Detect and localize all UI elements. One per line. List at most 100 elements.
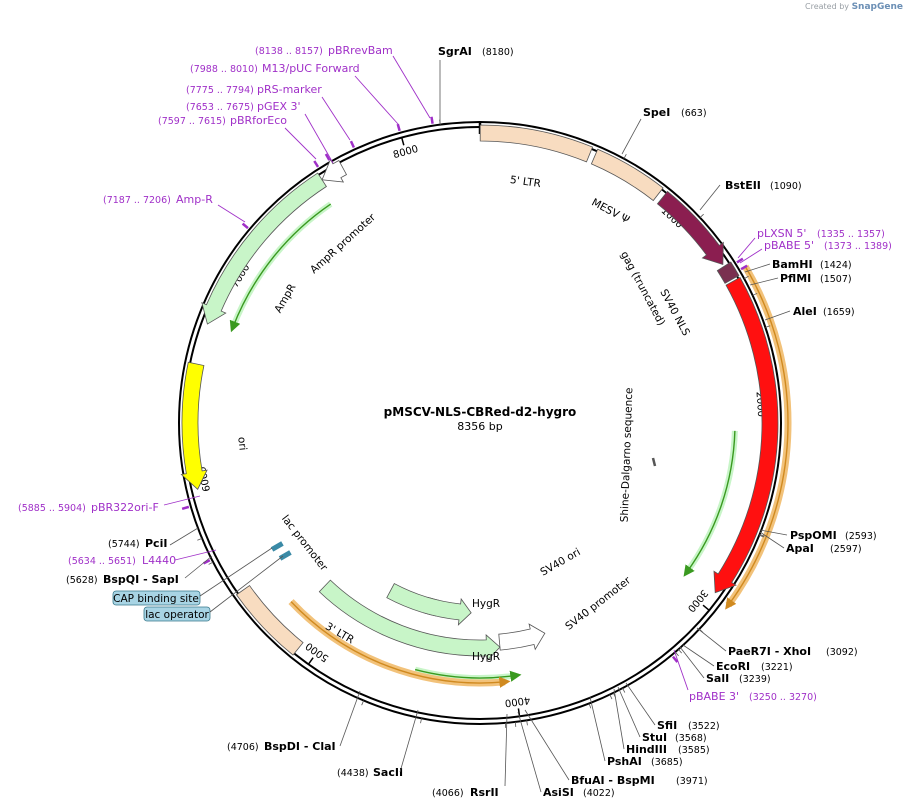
primer-mark-1	[396, 123, 401, 132]
site-pcii[interactable]: PciI	[145, 537, 167, 550]
feature-arc-ampr-promoter-12[interactable]	[321, 158, 348, 183]
site-mark-3	[743, 275, 749, 280]
site-mark-6	[759, 533, 765, 537]
site-sacii[interactable]: SacII	[373, 766, 403, 779]
orf-layer	[229, 201, 792, 688]
site-mark-14	[588, 703, 592, 709]
feature-arc-cbrluc-4[interactable]	[713, 276, 779, 594]
orf-hygr-inner-line	[414, 668, 522, 682]
site-pflmi[interactable]: PflMI	[780, 272, 811, 285]
primer-pbabe5[interactable]: pBABE 5'	[764, 239, 814, 252]
tick-mark-4000	[517, 708, 521, 717]
site-asisi[interactable]: AsiSI	[543, 786, 574, 799]
primer-l4440-range: (5634 .. 5651)	[68, 556, 136, 567]
cap-binding-site-box[interactable]: CAP binding site	[112, 590, 201, 606]
leader-layer	[181, 116, 771, 728]
orf-cbrluc-line	[725, 266, 789, 610]
site-mark-10	[674, 651, 679, 657]
tick-mark-8000	[400, 137, 405, 146]
site-sfii[interactable]: SfiI	[657, 719, 677, 732]
primer-mark-9	[181, 505, 190, 511]
feature-arc-ampr-11[interactable]	[201, 172, 327, 325]
site-sfii-pos: (3522)	[688, 721, 720, 732]
site-mark-11	[622, 687, 626, 693]
feature-arc-mesv--1[interactable]	[590, 148, 664, 202]
site-stui[interactable]: StuI	[642, 731, 667, 744]
site-mark-18	[420, 718, 422, 724]
site-alei[interactable]: AleI	[793, 305, 817, 318]
feature-arc-sv40-promoter-6[interactable]	[498, 623, 546, 651]
site-pflmi-pos: (1507)	[820, 274, 852, 285]
site-pspomi[interactable]: PspOMI	[790, 529, 837, 542]
site-bamhi[interactable]: BamHI	[772, 258, 813, 271]
site-rsrii-pos: (4066)	[432, 788, 464, 799]
primer-mark-2	[349, 140, 356, 149]
orf-hygr-outer-line	[290, 601, 511, 688]
site-pshai[interactable]: PshAI	[607, 755, 642, 768]
feature-layer	[180, 124, 779, 662]
site-bsteii-pos: (1090)	[770, 181, 802, 192]
site-labels: SgrAI (8180) SpeI (663) BstEII (1090) Ba…	[66, 45, 877, 799]
primer-mark-7	[740, 264, 748, 271]
feature-label-mesv: MESV Ψ	[589, 196, 631, 226]
primer-m13-puc-forward[interactable]: M13/pUC Forward	[262, 62, 360, 75]
site-bsteii[interactable]: BstEII	[725, 179, 761, 192]
site-bspdi-clai-pos: (4706)	[227, 742, 259, 753]
site-ecori-pos: (3221)	[761, 662, 793, 673]
site-mark-4	[752, 292, 758, 296]
static-leaders	[169, 60, 791, 793]
orf-ampr-line	[229, 203, 332, 333]
tick-label-8000: 8000	[392, 144, 419, 161]
site-bfuai-bspmi[interactable]: BfuAI - BspMI	[571, 774, 655, 787]
site-rsrii[interactable]: RsrII	[470, 786, 499, 799]
feature-arc-gag-truncated--2[interactable]	[656, 190, 724, 266]
primer-pgex3[interactable]: pGEX 3'	[257, 100, 301, 113]
feature-label-sv40-ori: SV40 ori	[538, 546, 582, 579]
site-apai[interactable]: ApaI	[786, 542, 814, 555]
feature-arc-ori-10[interactable]	[180, 361, 208, 491]
primer-amp-r-range: (7187 .. 7206)	[103, 195, 171, 206]
primer-mark-3	[324, 153, 331, 161]
site-hindiii-pos: (3585)	[678, 745, 710, 756]
site-pshai-pos: (3685)	[651, 757, 683, 768]
shine-dalgarno-mark	[651, 457, 657, 467]
site-asisi-pos: (4022)	[583, 788, 615, 799]
site-spei[interactable]: SpeI	[643, 106, 670, 119]
primer-pbabe3[interactable]: pBABE 3'	[689, 690, 739, 703]
feature-arc-sv40-nls-3[interactable]	[716, 261, 740, 284]
lac-operator-mark	[278, 550, 292, 561]
primer-prs-marker[interactable]: pRS-marker	[257, 83, 322, 96]
feature-arc-5-ltr-0[interactable]	[479, 124, 594, 163]
site-bamhi-pos: (1424)	[820, 260, 852, 271]
site-paer7i-xhoi[interactable]: PaeR7I - XhoI	[728, 645, 811, 658]
site-pcii-pos: (5744)	[108, 539, 140, 550]
site-alei-pos: (1659)	[823, 307, 855, 318]
feature-arc-hygr-8[interactable]	[318, 579, 501, 662]
feature-label-hygr-inner: HygR	[472, 598, 500, 610]
lac-operator-box[interactable]: lac operator	[143, 606, 211, 622]
feature-label-ampr-promoter: AmpR promoter	[308, 211, 379, 276]
primer-amp-r[interactable]: Amp-R	[176, 193, 213, 206]
site-ecori[interactable]: EcoRI	[716, 660, 750, 673]
primer-pbrrevbam[interactable]: pBRrevBam	[328, 44, 393, 57]
site-apai-pos: (2597)	[830, 544, 862, 555]
primer-m13-range: (7988 .. 8010)	[190, 64, 258, 75]
primer-l4440[interactable]: L4440	[142, 554, 176, 567]
primer-plxsn5[interactable]: pLXSN 5'	[757, 227, 806, 240]
tick-mark-5000	[307, 657, 314, 665]
site-sgrai[interactable]: SgrAI	[438, 45, 472, 58]
feature-arc-hygr-7[interactable]	[386, 583, 472, 626]
feature-label-hygr-outer: HygR	[472, 651, 500, 663]
site-bspdi-clai[interactable]: BspDI - ClaI	[264, 740, 336, 753]
primer-leaders	[163, 55, 763, 691]
feature-arc-3-ltr-9[interactable]	[235, 584, 304, 656]
primer-pbrforeco[interactable]: pBRforEco	[230, 114, 287, 127]
site-mark-2	[699, 213, 704, 218]
primer-pbr322ori-f[interactable]: pBR322ori-F	[91, 501, 159, 514]
site-bspqi-sapi[interactable]: BspQI - SapI	[103, 573, 179, 586]
site-pspomi-pos: (2593)	[845, 531, 877, 542]
site-sali[interactable]: SalI	[706, 672, 729, 685]
site-sacii-pos: (4438)	[337, 768, 369, 779]
site-hindiii[interactable]: HindIII	[626, 743, 667, 756]
site-mark-21	[197, 537, 203, 541]
